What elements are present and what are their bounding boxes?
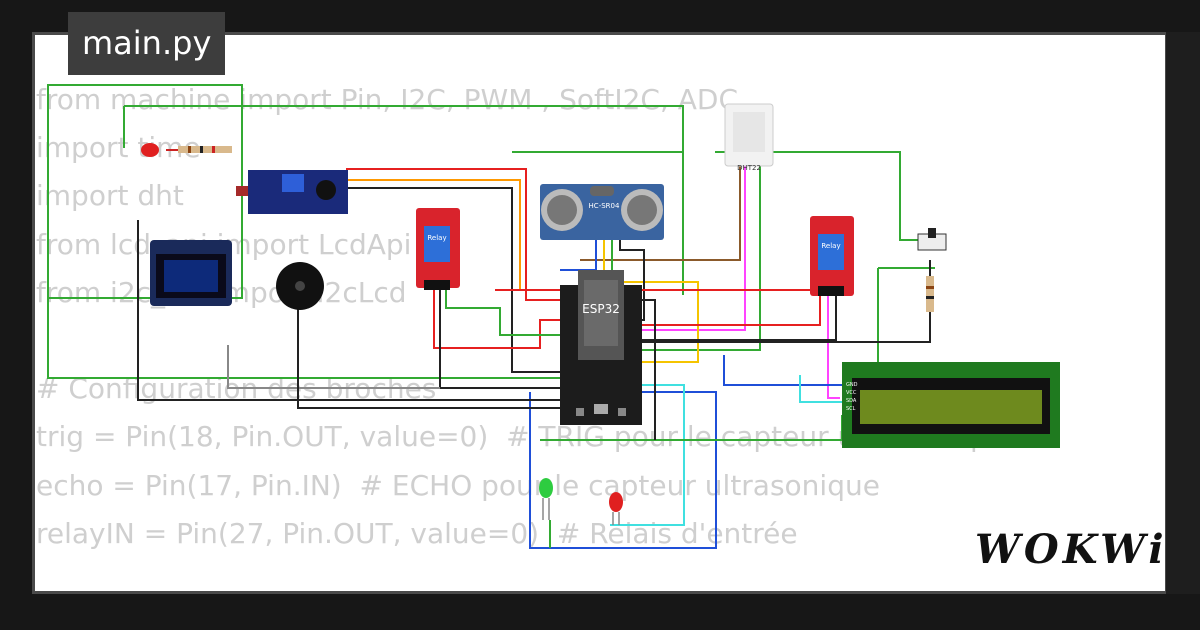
scrollbar-track[interactable] [1166, 32, 1200, 594]
svg-text:Relay: Relay [821, 242, 840, 250]
code-line: echo = Pin(17, Pin.IN) # ECHO pour le ca… [36, 468, 880, 502]
oled-display[interactable] [150, 240, 232, 306]
wire-green [445, 290, 560, 336]
led-green[interactable] [539, 478, 553, 520]
wire-black [137, 220, 560, 401]
wire-green [47, 84, 243, 299]
light-sensor-module[interactable] [236, 170, 348, 214]
svg-text:VCC: VCC [846, 390, 857, 396]
wires [47, 84, 935, 549]
wire-brown [580, 160, 741, 261]
wire-red [640, 295, 821, 326]
wire-grey [227, 345, 440, 389]
wire-blue [529, 391, 717, 549]
wire-blue [723, 355, 842, 386]
svg-text:GND: GND [846, 382, 858, 388]
ultrasonic-sensor[interactable]: HC-SR04 [540, 184, 664, 240]
led-red-top[interactable] [141, 143, 232, 157]
wire-green [124, 105, 684, 295]
lcd-display[interactable]: GND VCC SDA SCL [842, 362, 1060, 448]
led-red-bottom[interactable] [609, 492, 623, 525]
wire-blue [560, 240, 597, 271]
wire-black [297, 300, 560, 409]
svg-text:Relay: Relay [427, 234, 446, 242]
code-line: relayIN = Pin(27, Pin.OUT, value=0) # Re… [36, 516, 798, 550]
code-line: import dht [36, 179, 184, 213]
resistor-right [926, 276, 934, 312]
relay-module-right[interactable]: Relay [810, 216, 854, 296]
code-line: from machine import Pin, I2C, PWM , Soft… [36, 83, 739, 116]
wire-black [619, 240, 645, 321]
wire-cyan [799, 375, 842, 403]
relay-module-left[interactable]: Relay [416, 208, 460, 290]
wokwi-logo: WOKWi [975, 525, 1168, 575]
slide-switch[interactable] [917, 228, 947, 251]
wire-magenta [827, 295, 840, 399]
wire-black [346, 187, 560, 373]
svg-text:SDA: SDA [846, 398, 857, 404]
buzzer[interactable] [276, 262, 324, 310]
svg-text:ESP32: ESP32 [582, 302, 620, 316]
code-editor-text: from machine import Pin, I2C, PWM , Soft… [36, 76, 1013, 558]
svg-text:DHT22: DHT22 [737, 164, 761, 172]
wire-black [640, 299, 656, 440]
wire-green [47, 298, 560, 379]
esp32-board[interactable]: ESP32 [560, 270, 642, 425]
wire-black [439, 290, 560, 389]
wire-red [346, 168, 560, 301]
wire-magenta [640, 160, 746, 331]
wire-orange [346, 179, 521, 290]
dht22-sensor[interactable]: DHT22 [724, 103, 774, 172]
wire-green [640, 160, 761, 351]
svg-text:HC-SR04: HC-SR04 [589, 202, 620, 210]
wire-black [640, 295, 837, 341]
svg-text:SCL: SCL [846, 406, 856, 412]
wire-red [433, 290, 560, 349]
file-tab[interactable]: main.py [68, 12, 226, 75]
wire-cyan [610, 384, 685, 526]
wire-yellow [603, 240, 699, 363]
